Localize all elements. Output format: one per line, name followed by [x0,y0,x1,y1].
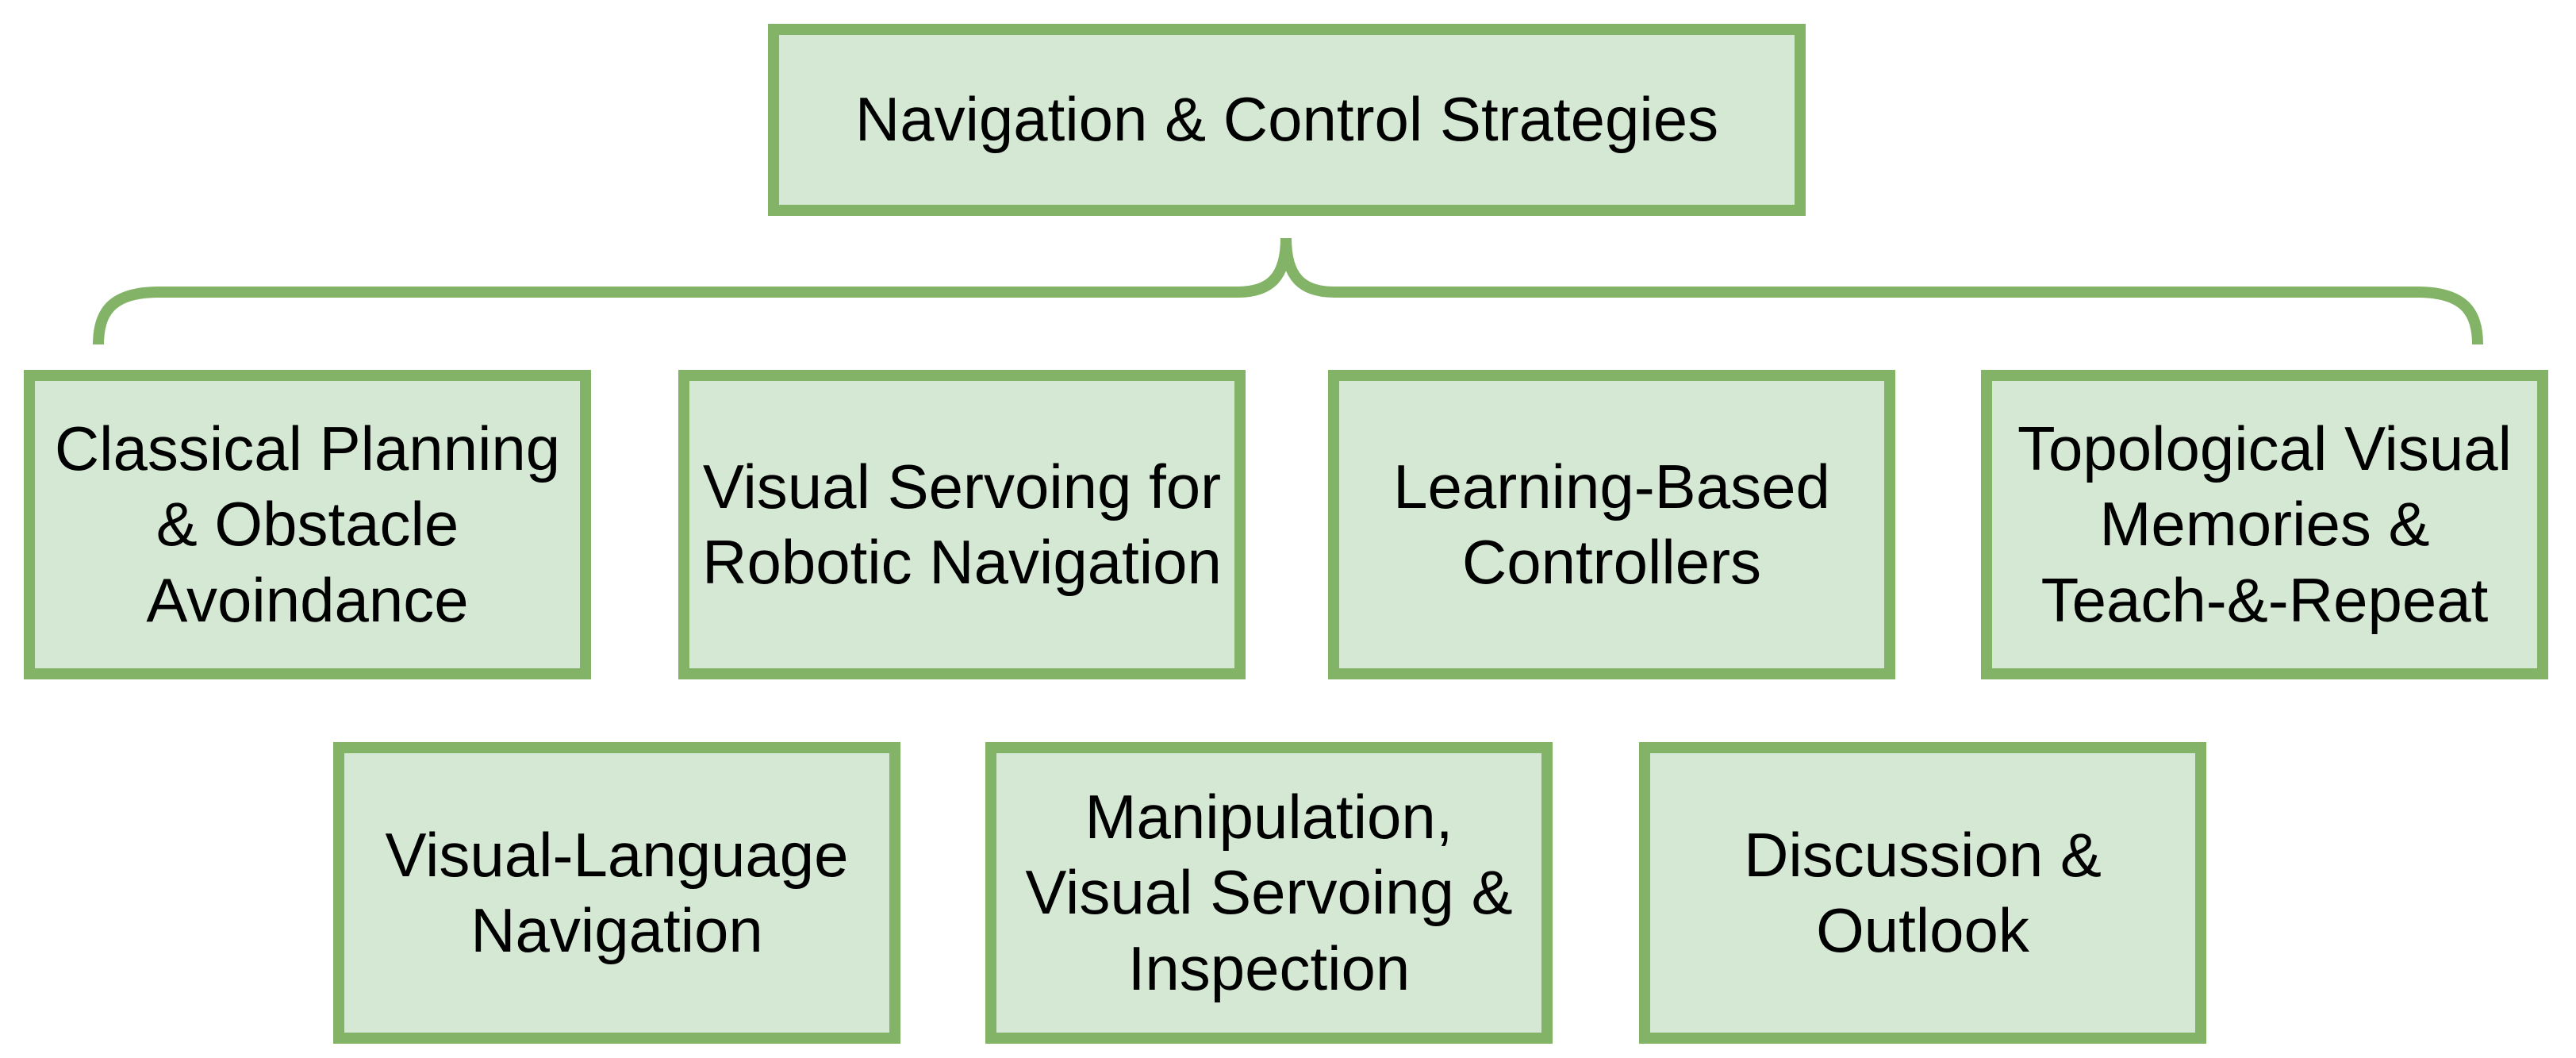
branch-box-label: Discussion & Outlook [1744,819,2102,965]
root-box-navigation-control-strategies: Navigation & Control Strategies [768,24,1806,216]
branch-box-visual-language-navigation: Visual-Language Navigation [333,742,900,1044]
root-box-label: Navigation & Control Strategies [854,84,1719,155]
branch-box-visual-servoing-robotic-navigation: Visual Servoing for Robotic Navigation [678,370,1246,679]
branch-box-label: Visual-Language Navigation [385,819,849,965]
branch-box-learning-based-controllers: Learning-Based Controllers [1328,370,1895,679]
branch-box-label: Manipulation, Visual Servoing & Inspecti… [1025,782,1513,1003]
branch-box-label: Topological Visual Memories & Teach-&-Re… [2017,414,2512,635]
branch-box-label: Learning-Based Controllers [1393,451,1830,597]
branch-box-discussion-outlook: Discussion & Outlook [1639,742,2206,1044]
branch-box-classical-planning-obstacle-avoindance: Classical Planning & Obstacle Avoindance [24,370,591,679]
branch-box-label: Visual Servoing for Robotic Navigation [702,451,1222,597]
brace-path [93,237,2483,345]
branch-box-topological-visual-memories-teach-and-repeat: Topological Visual Memories & Teach-&-Re… [1981,370,2548,679]
branch-box-manipulation-visual-servoing-inspection: Manipulation, Visual Servoing & Inspecti… [985,742,1553,1044]
branch-box-label: Classical Planning & Obstacle Avoindance [54,414,561,635]
